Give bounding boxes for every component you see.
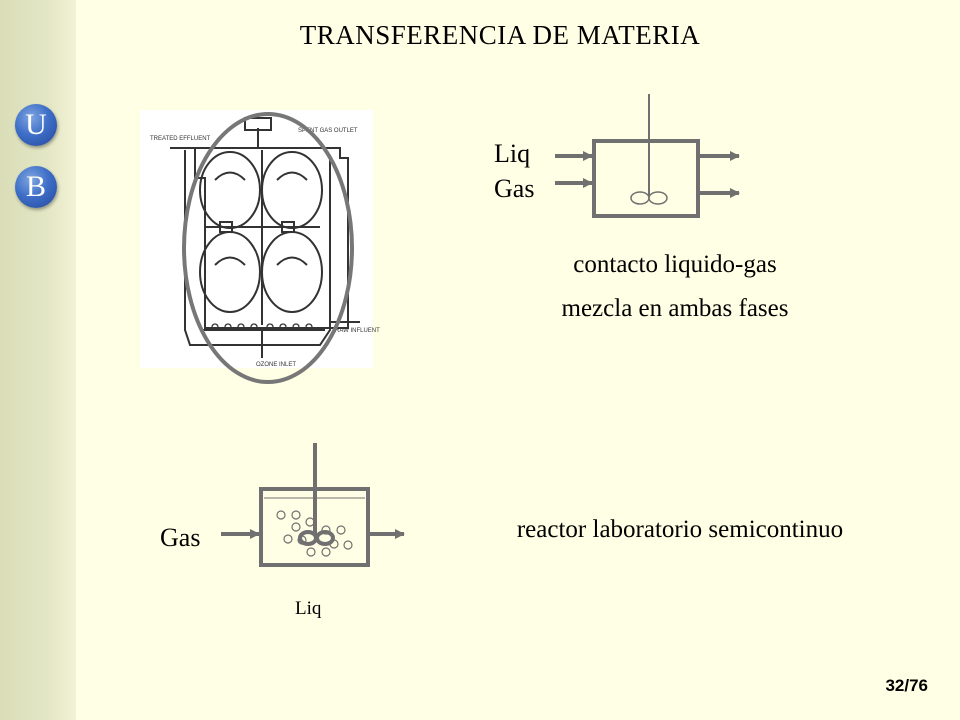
logo-u-icon: U: [15, 104, 57, 146]
caption-mezcla: mezcla en ambas fases: [561, 295, 789, 322]
caption-contacto: contacto liquido-gas: [573, 251, 777, 278]
semicontinuous-reactor-diagram: [221, 443, 405, 567]
logo-b-icon: B: [15, 166, 57, 208]
svg-text:TREATED EFFLUENT: TREATED EFFLUENT: [150, 136, 211, 142]
svg-text:SPENT GAS OUTLET: SPENT GAS OUTLET: [298, 128, 358, 134]
stirred-tank-diagram: [555, 94, 740, 218]
reactor-photo: TREATED EFFLUENT SPENT GAS OUTLET RAW IN…: [140, 110, 380, 368]
slide-title: TRANSFERENCIA DE MATERIA: [299, 20, 701, 50]
liq-label: Liq: [494, 139, 531, 168]
svg-text:RAW INFLUENT: RAW INFLUENT: [335, 328, 380, 334]
page-number: 32/76: [885, 676, 928, 695]
sidebar-band: U B: [0, 0, 76, 720]
liq-bottom-label: Liq: [295, 598, 322, 619]
caption-reactor: reactor laboratorio semicontinuo: [516, 516, 844, 543]
highlight-ellipse: [182, 112, 354, 384]
svg-text:OZONE INLET: OZONE INLET: [256, 362, 296, 368]
gas-label: Gas: [494, 174, 535, 203]
gas-inlet-label: Gas: [160, 523, 201, 552]
